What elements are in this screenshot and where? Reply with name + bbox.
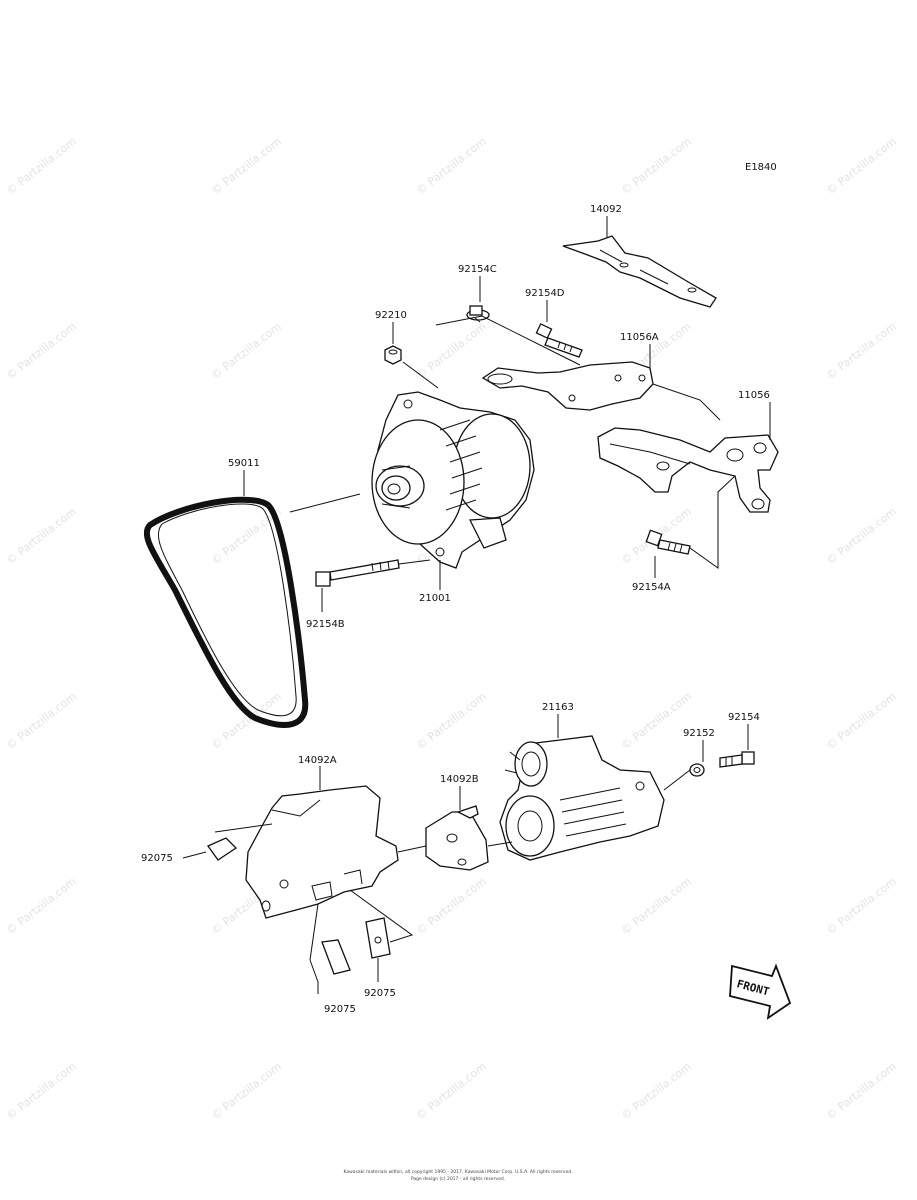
label-14092: 14092 — [590, 204, 622, 215]
watermark-text: © Partzilla.com — [824, 505, 899, 568]
watermark-text: © Partzilla.com — [824, 1060, 899, 1123]
watermark-text: © Partzilla.com — [824, 135, 899, 198]
watermark-text: © Partzilla.com — [414, 320, 489, 383]
watermark-text: © Partzilla.com — [4, 505, 79, 568]
label-92154C: 92154C — [458, 264, 497, 275]
clip-92075-bottom-left[interactable] — [321, 939, 351, 975]
watermark-text: © Partzilla.com — [4, 1060, 79, 1123]
label-14092B: 14092B — [440, 774, 479, 785]
watermark-text: © Partzilla.com — [619, 875, 694, 938]
watermark-text: © Partzilla.com — [209, 135, 284, 198]
bolt-92154B[interactable] — [315, 559, 400, 587]
label-11056: 11056 — [738, 390, 770, 401]
label-59011: 59011 — [228, 458, 260, 469]
starter-motor-21163[interactable] — [499, 735, 665, 861]
clip-92075-left[interactable] — [207, 837, 238, 861]
watermark-text: © Partzilla.com — [824, 690, 899, 753]
label-14092A: 14092A — [298, 755, 337, 766]
label-92210: 92210 — [375, 310, 407, 321]
footer-line-2: Page design (c) 2017 - all rights reserv… — [411, 1176, 505, 1182]
footer-line-1: Kawasaki materials within, all copyright… — [344, 1169, 573, 1175]
watermark-text: © Partzilla.com — [4, 690, 79, 753]
watermark-text: © Partzilla.com — [619, 690, 694, 753]
watermark-text: © Partzilla.com — [4, 135, 79, 198]
diagram-code: E1840 — [745, 162, 777, 173]
bolt-92154A[interactable] — [645, 529, 691, 555]
label-92154B: 92154B — [306, 619, 345, 630]
watermark-text: © Partzilla.com — [414, 690, 489, 753]
watermark-text: © Partzilla.com — [414, 135, 489, 198]
alternator-21001[interactable] — [371, 391, 535, 569]
watermark-text: © Partzilla.com — [414, 875, 489, 938]
nut-92210[interactable] — [384, 345, 402, 365]
cover-14092A[interactable] — [245, 785, 399, 919]
bolt-92154D[interactable] — [535, 323, 583, 358]
label-92154A: 92154A — [632, 582, 671, 593]
v-belt-59011[interactable] — [143, 496, 309, 728]
label-92075-right: 92075 — [364, 988, 396, 999]
label-92075-bottom: 92075 — [324, 1004, 356, 1015]
watermark-text: © Partzilla.com — [619, 1060, 694, 1123]
watermark-text: © Partzilla.com — [824, 875, 899, 938]
label-21163: 21163 — [542, 702, 574, 713]
bracket-11056[interactable] — [597, 427, 779, 513]
label-92154D: 92154D — [525, 288, 565, 299]
watermark-text: © Partzilla.com — [4, 320, 79, 383]
cover-14092B[interactable] — [425, 805, 489, 871]
clip-92075-bottom-right[interactable] — [365, 917, 391, 959]
watermark-text: © Partzilla.com — [414, 1060, 489, 1123]
watermark-text: © Partzilla.com — [209, 1060, 284, 1123]
heat-shield-14092[interactable] — [562, 235, 717, 308]
collar-92152[interactable] — [689, 763, 705, 777]
watermark-text: © Partzilla.com — [4, 875, 79, 938]
watermark-text: © Partzilla.com — [619, 135, 694, 198]
bracket-11056A[interactable] — [481, 361, 654, 411]
front-arrow-icon: FRONT — [729, 963, 792, 1020]
label-11056A: 11056A — [620, 332, 659, 343]
label-92152: 92152 — [683, 728, 715, 739]
bolt-92154[interactable] — [719, 751, 755, 768]
watermark-text: © Partzilla.com — [824, 320, 899, 383]
label-21001: 21001 — [419, 593, 451, 604]
bolt-92154C[interactable] — [466, 305, 490, 323]
label-92075-left: 92075 — [141, 853, 173, 864]
watermark-text: © Partzilla.com — [209, 320, 284, 383]
label-92154: 92154 — [728, 712, 760, 723]
